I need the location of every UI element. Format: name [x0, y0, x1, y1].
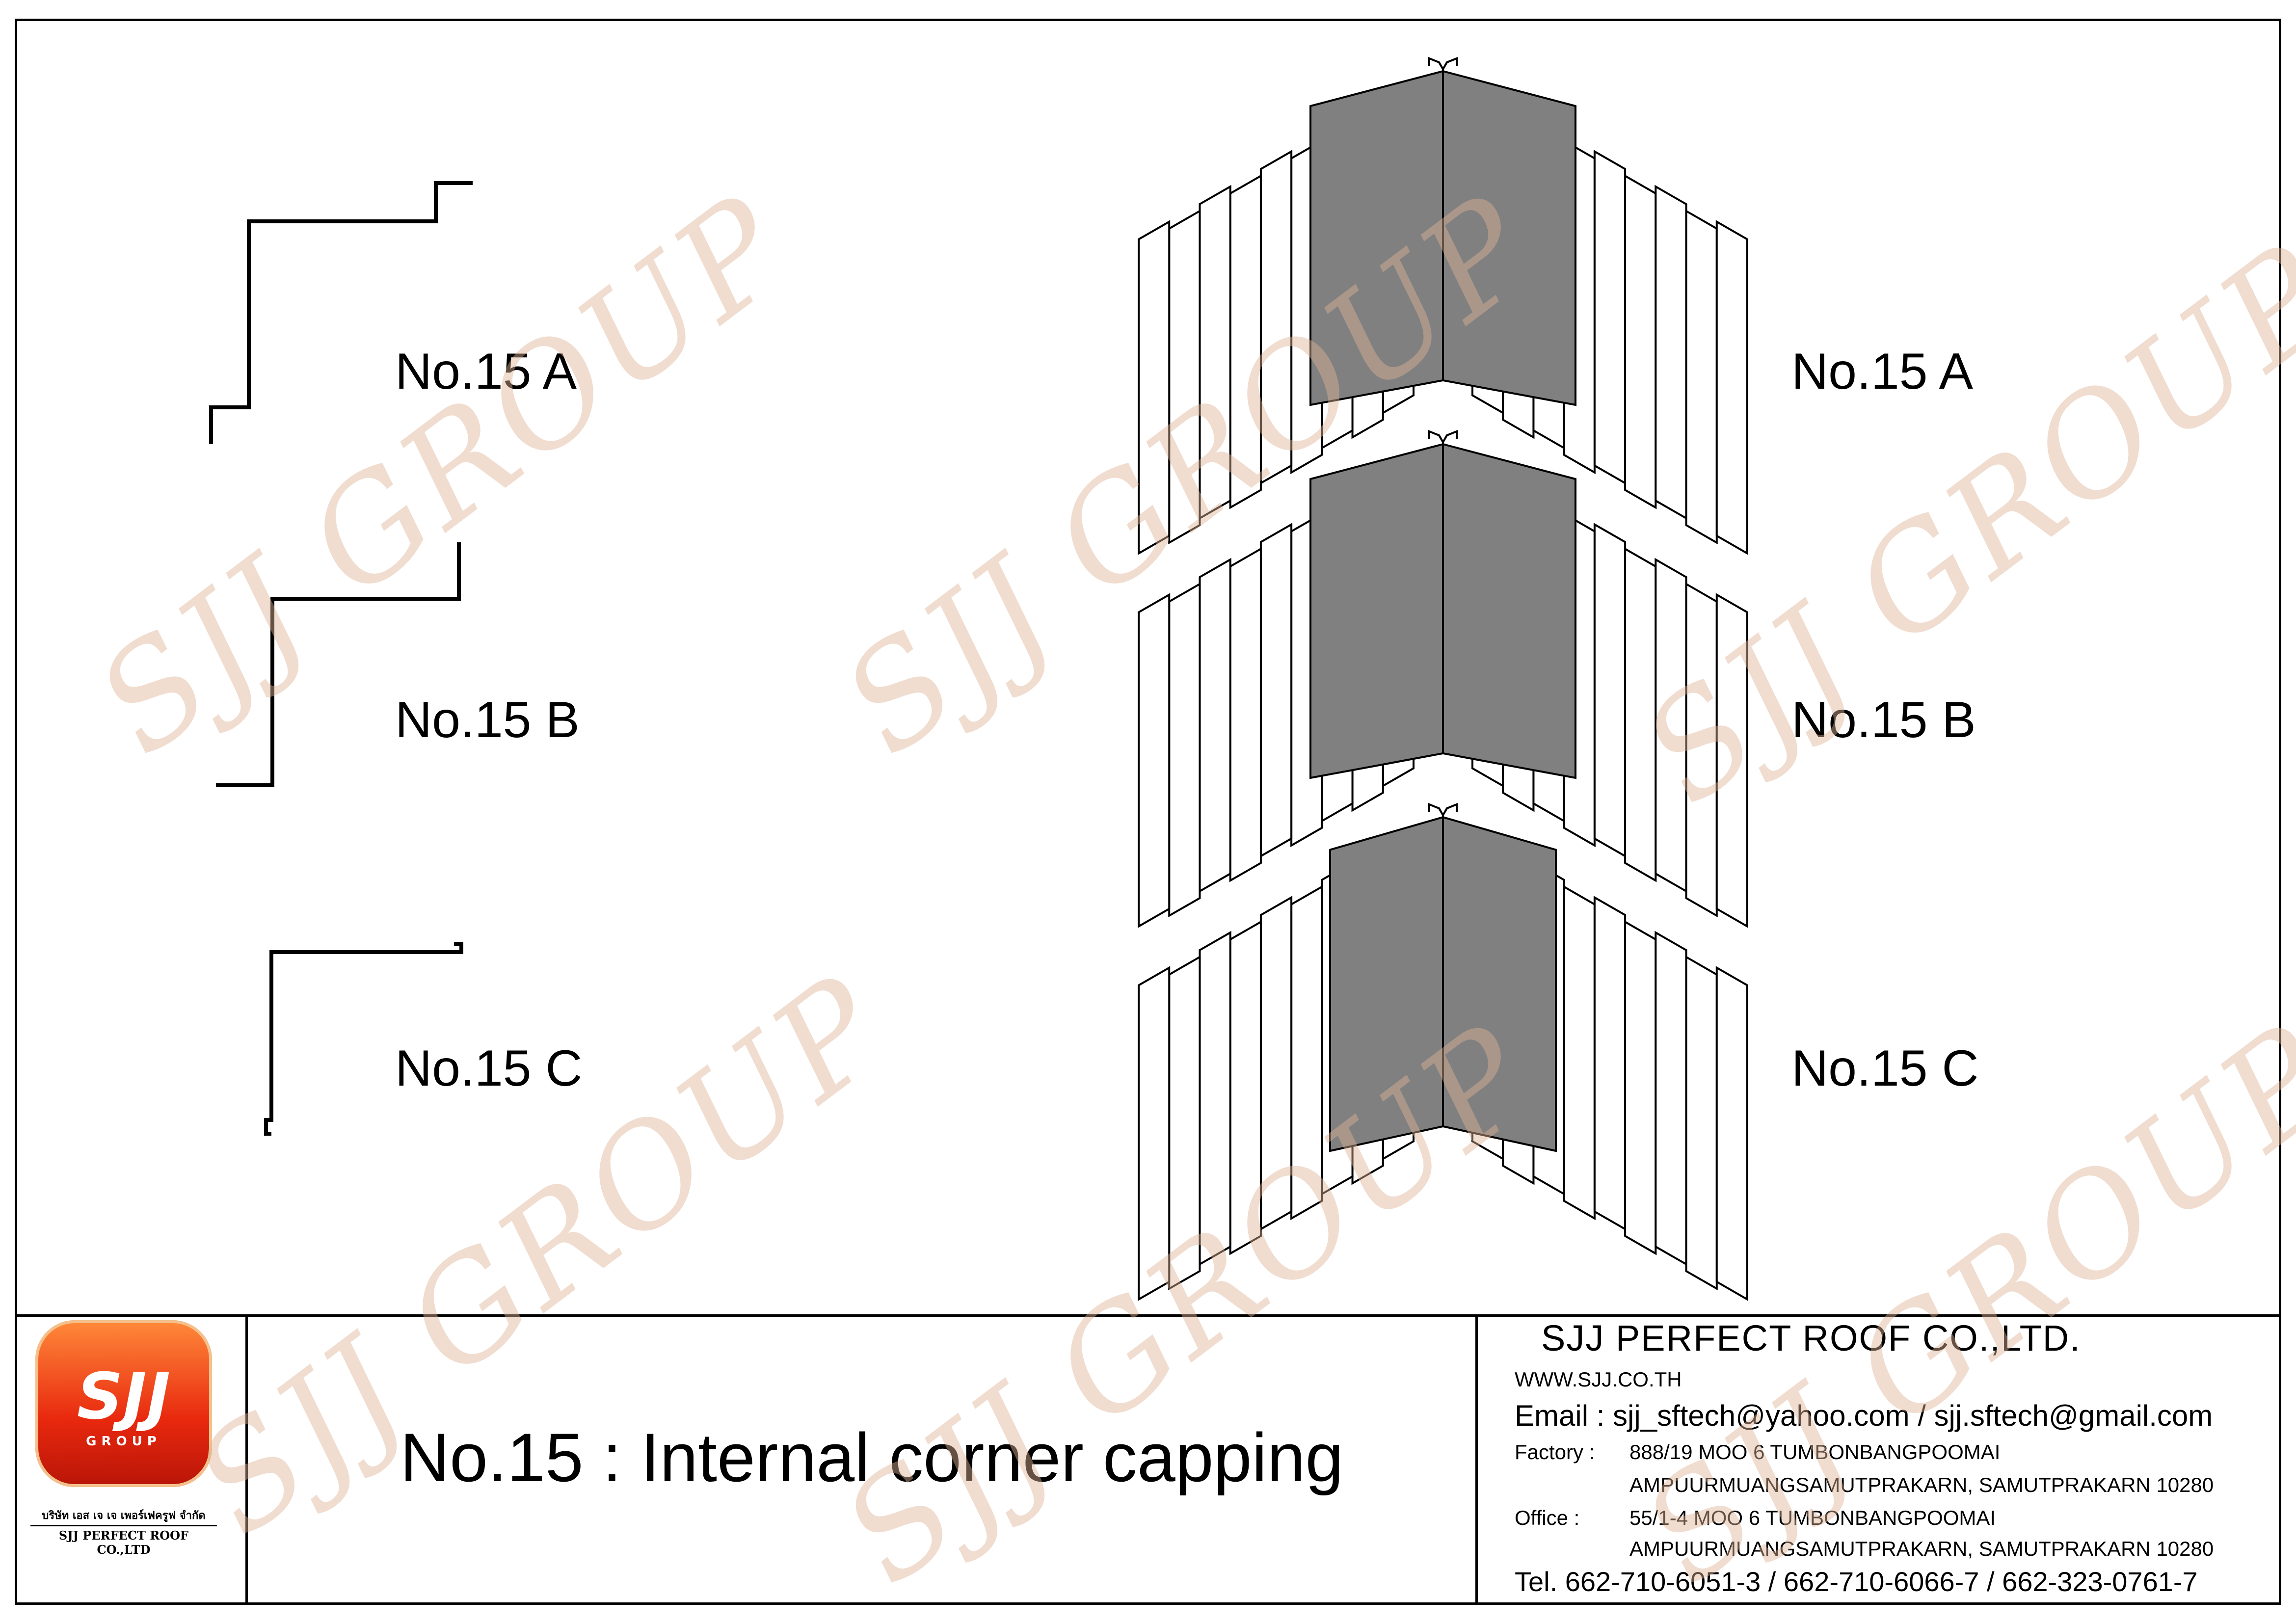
sheet-rib: [1593, 523, 1627, 858]
sheet-rib: [1685, 582, 1718, 918]
factory-label: Factory :: [1515, 1440, 1595, 1464]
sheet-rib: [1624, 920, 1657, 1255]
sheet-rib: [1624, 174, 1657, 509]
profile-label-c: No.15 C: [395, 1040, 583, 1097]
profile-c-section: [264, 942, 463, 1136]
sheet-rib: [1685, 209, 1718, 545]
logo-group-text: GROUP: [86, 1434, 161, 1449]
profile-b-section: [216, 542, 461, 787]
title-block-right-divider: [1475, 1314, 1478, 1605]
logo-badge: SJJ GROUP: [35, 1320, 212, 1487]
sheet-rib: [1168, 955, 1201, 1291]
drawing-frame: [15, 19, 2281, 1605]
view-label-b: No.15 B: [1791, 692, 1976, 748]
view-label-a: No.15 A: [1791, 343, 1974, 400]
sheet-rib: [1138, 966, 1171, 1301]
capping-c-top-tab: [1428, 803, 1458, 818]
office-address-line-1: 55/1-4 MOO 6 TUMBONBANGPOOMAI: [1629, 1506, 1996, 1529]
sheet-rib: [1655, 185, 1687, 520]
capping-a-left-flange: [1309, 70, 1444, 406]
capping-a-top-tab: [1428, 57, 1458, 72]
sheet-rib: [1593, 150, 1627, 485]
capping-b-top-tab: [1428, 430, 1458, 445]
sheet-rib: [1229, 174, 1262, 509]
sheet-rib: [1715, 593, 1748, 928]
view-label-c: No.15 C: [1791, 1040, 1979, 1097]
sheet-rib: [1168, 209, 1201, 545]
drawing-title: No.15 : Internal corner capping: [400, 1419, 1344, 1496]
sheet-rib: [1593, 896, 1627, 1231]
capping-b-left-flange: [1309, 443, 1444, 779]
sheet-rib: [1138, 593, 1171, 928]
sheet-rib: [1624, 547, 1657, 882]
sheet-rib: [1715, 220, 1748, 555]
company-email: Email : sjj_sftech@yahoo.com / sjj.sftec…: [1515, 1399, 2213, 1432]
factory-address-line-1: 888/19 MOO 6 TUMBONBANGPOOMAI: [1629, 1440, 2001, 1464]
company-telephone: Tel. 662-710-6051-3 / 662-710-6066-7 / 6…: [1515, 1566, 2198, 1597]
capping-a-right-flange: [1442, 70, 1576, 406]
sheet-rib: [1199, 558, 1231, 893]
office-label: Office :: [1515, 1506, 1580, 1529]
sheet-rib: [1259, 896, 1293, 1231]
capping-c-right-flange: [1442, 816, 1557, 1152]
sheet-rib: [1168, 582, 1201, 918]
profile-a-section: [209, 181, 473, 444]
sheet-rib: [1138, 220, 1171, 555]
company-name: SJJ PERFECT ROOF CO.,LTD.: [1541, 1318, 2081, 1358]
factory-address-line-2: AMPUURMUANGSAMUTPRAKARN, SAMUTPRAKARN 10…: [1629, 1473, 2214, 1496]
sheet-rib: [1655, 931, 1687, 1266]
sheet-rib: [1199, 931, 1231, 1266]
logo-thai-name: บริษัท เอส เจ เจ เพอร์เฟครูฟ จำกัด: [42, 1510, 206, 1522]
logo-letters: SJJ: [77, 1359, 171, 1434]
profile-label-a: No.15 A: [395, 343, 577, 400]
sheet-rib: [1290, 885, 1323, 1221]
office-address-line-2: AMPUURMUANGSAMUTPRAKARN, SAMUTPRAKARN 10…: [1629, 1537, 2214, 1560]
isometric-views: [1138, 57, 1748, 1301]
capping-b-right-flange: [1442, 443, 1576, 779]
title-block-left-divider: [245, 1314, 248, 1605]
capping-c-left-flange: [1329, 816, 1444, 1152]
sheet-rib: [1229, 547, 1262, 882]
sheet-rib: [1229, 920, 1262, 1255]
sheet-rib: [1259, 150, 1293, 485]
sheet-rib: [1563, 885, 1596, 1221]
company-logo: SJJ GROUP บริษัท เอส เจ เจ เพอร์เฟครูฟ จ…: [30, 1320, 217, 1557]
sheet-rib: [1715, 966, 1748, 1301]
sheet-rib: [1259, 523, 1293, 858]
title-block-divider: [15, 1314, 2281, 1317]
sheet-rib: [1685, 955, 1718, 1291]
sheet-rib: [1655, 558, 1687, 893]
company-website: WWW.SJJ.CO.TH: [1515, 1368, 1682, 1391]
sheet-rib: [1199, 185, 1231, 520]
logo-english-name: SJJ PERFECT ROOF CO.,LTD: [30, 1525, 217, 1557]
profile-label-b: No.15 B: [395, 692, 580, 748]
